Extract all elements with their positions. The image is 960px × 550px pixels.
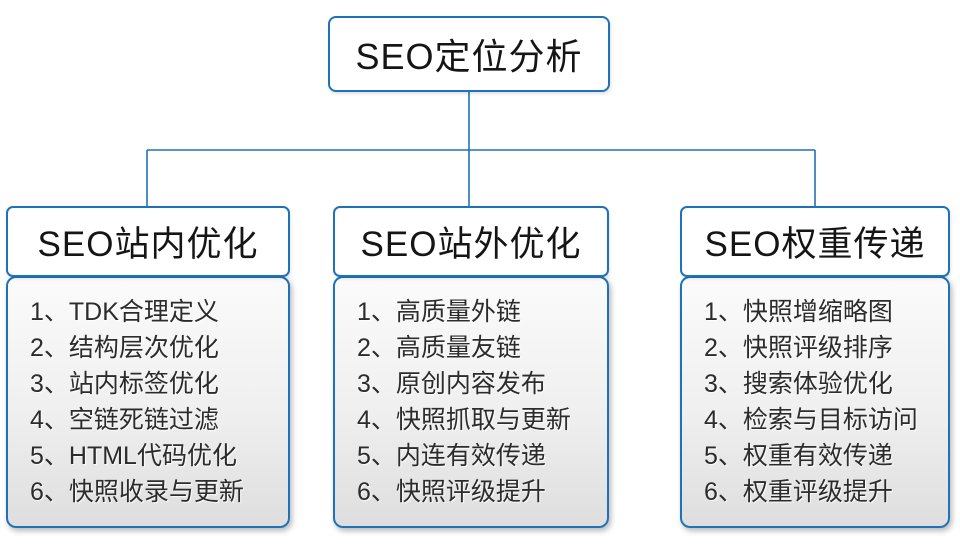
root-title: SEO定位分析: [355, 36, 583, 77]
list-item: 4、快照抓取与更新: [357, 406, 571, 434]
list-item: 5、HTML代码优化: [30, 442, 237, 470]
root-node: SEO定位分析: [328, 16, 610, 92]
list-item: 4、空链死链过滤: [30, 406, 219, 434]
list-item: 2、结构层次优化: [30, 334, 219, 362]
list-item: 4、检索与目标访问: [704, 406, 918, 434]
list-item: 3、站内标签优化: [30, 370, 219, 398]
list-item: 5、权重有效传递: [704, 442, 893, 470]
column-offsite-body: 1、高质量外链 2、高质量友链 3、原创内容发布 4、快照抓取与更新 5、内连有…: [333, 276, 609, 528]
onsite-item-list: 1、TDK合理定义 2、结构层次优化 3、站内标签优化 4、空链死链过滤 5、H…: [30, 294, 280, 510]
column-weight-title: SEO权重传递: [704, 225, 926, 264]
column-weight-header: SEO权重传递: [680, 206, 950, 277]
column-weight-transfer: SEO权重传递 1、快照增缩略图 2、快照评级排序 3、搜索体验优化 4、检索与…: [680, 206, 950, 528]
list-item: 5、内连有效传递: [357, 442, 546, 470]
list-item: 1、TDK合理定义: [30, 298, 219, 326]
weight-item-list: 1、快照增缩略图 2、快照评级排序 3、搜索体验优化 4、检索与目标访问 5、权…: [704, 294, 940, 510]
list-item: 1、快照增缩略图: [704, 298, 893, 326]
list-item: 3、搜索体验优化: [704, 370, 893, 398]
column-offsite-title: SEO站外优化: [360, 225, 582, 264]
list-item: 1、高质量外链: [357, 298, 521, 326]
list-item: 6、快照评级提升: [357, 478, 546, 506]
column-onsite-optimization: SEO站内优化 1、TDK合理定义 2、结构层次优化 3、站内标签优化 4、空链…: [6, 206, 290, 528]
list-item: 6、权重评级提升: [704, 478, 893, 506]
offsite-item-list: 1、高质量外链 2、高质量友链 3、原创内容发布 4、快照抓取与更新 5、内连有…: [357, 294, 599, 510]
column-offsite-header: SEO站外优化: [333, 206, 609, 277]
column-offsite-optimization: SEO站外优化 1、高质量外链 2、高质量友链 3、原创内容发布 4、快照抓取与…: [333, 206, 609, 528]
list-item: 6、快照收录与更新: [30, 478, 244, 506]
list-item: 3、原创内容发布: [357, 370, 546, 398]
list-item: 2、快照评级排序: [704, 334, 893, 362]
column-onsite-body: 1、TDK合理定义 2、结构层次优化 3、站内标签优化 4、空链死链过滤 5、H…: [6, 276, 290, 528]
column-onsite-title: SEO站内优化: [37, 225, 259, 264]
column-onsite-header: SEO站内优化: [6, 206, 290, 277]
list-item: 2、高质量友链: [357, 334, 521, 362]
column-weight-body: 1、快照增缩略图 2、快照评级排序 3、搜索体验优化 4、检索与目标访问 5、权…: [680, 276, 950, 528]
